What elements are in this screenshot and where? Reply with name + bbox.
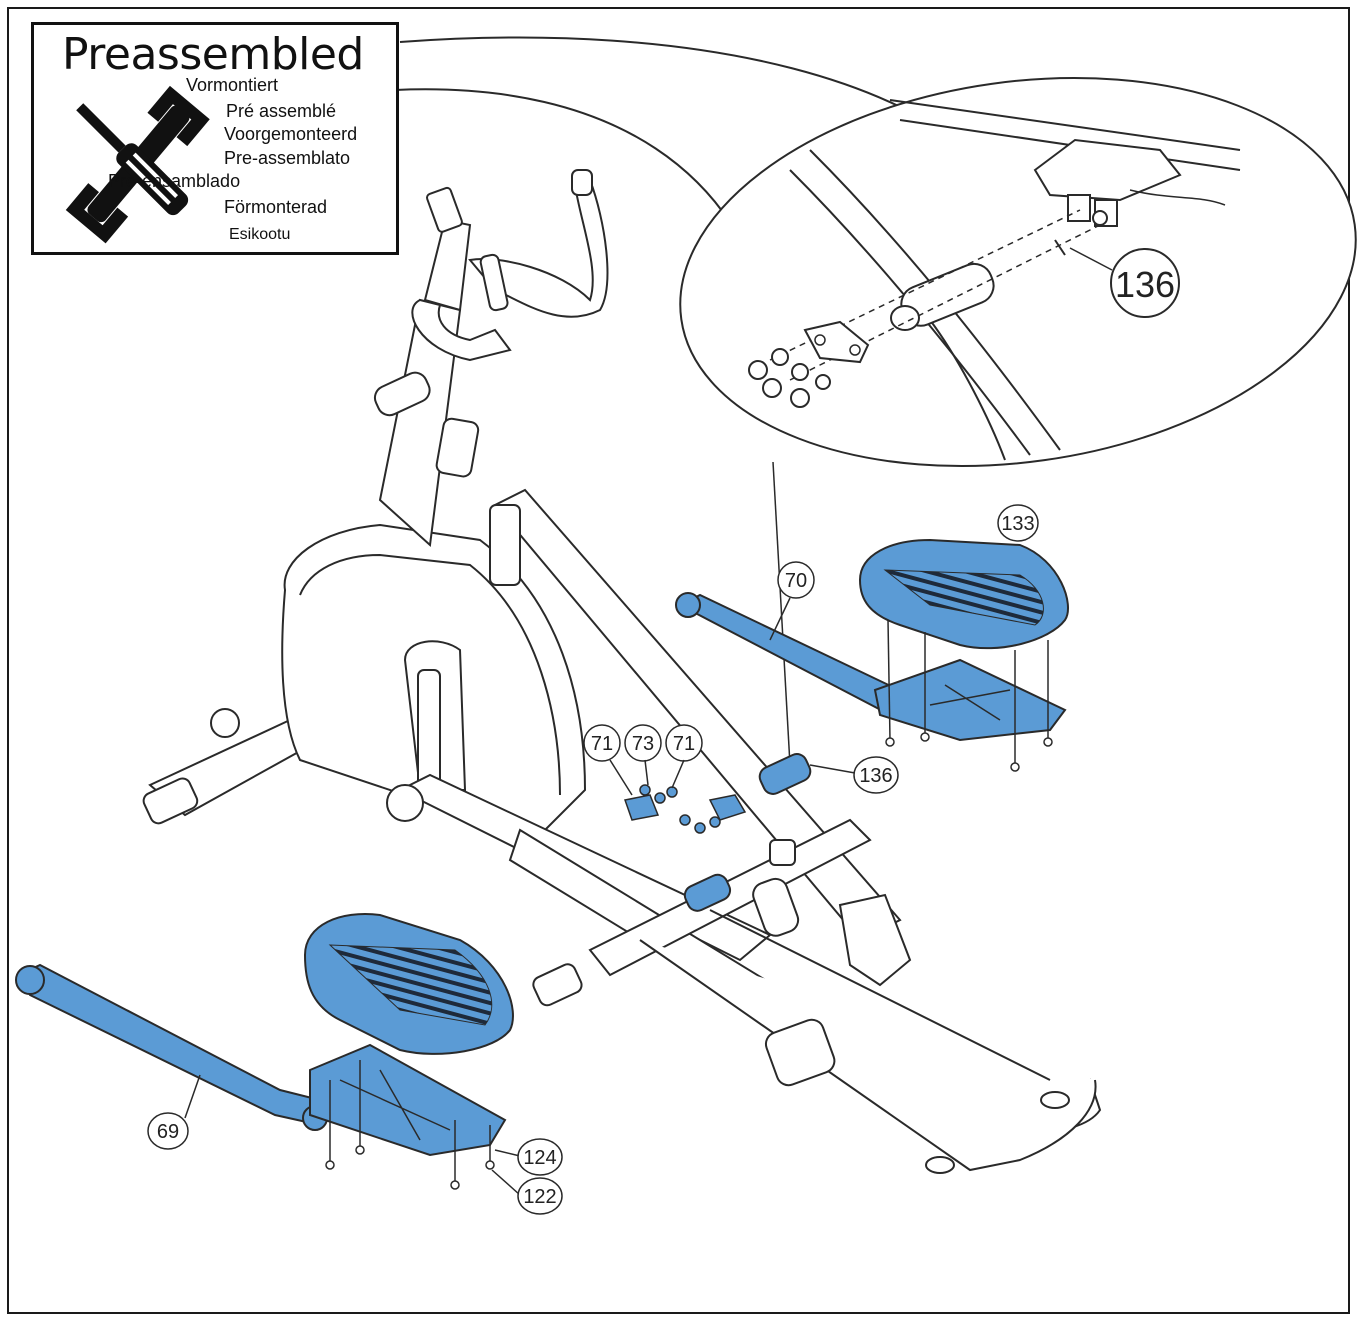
lang-fr: Pré assemblé <box>226 101 337 121</box>
lang-fi: Esikootu <box>229 226 291 243</box>
lang-de: Vormontiert <box>186 75 279 95</box>
callout-136: 136 <box>809 756 899 794</box>
lang-sv: Förmonterad <box>224 197 328 217</box>
callout-124: 124 <box>494 1138 563 1176</box>
detail-leader-line <box>772 461 791 766</box>
callout-136-detail: 136 <box>1069 247 1180 318</box>
pedal-left <box>303 913 514 1055</box>
callout-70: 70 <box>769 561 815 641</box>
legend-title: Preassembled <box>62 29 364 80</box>
callout-71-left: 71 <box>583 724 633 796</box>
diagram-frame <box>7 7 1350 1314</box>
preassembled-legend: Preassembled Vormontiert Pré assemblé Vo… <box>31 22 399 255</box>
detail-ellipse <box>679 76 1357 468</box>
callout-69-label: 69 <box>157 1121 179 1143</box>
callout-71-right-label: 71 <box>673 733 695 755</box>
hardware-group <box>624 784 747 834</box>
pedal-bolts <box>325 619 1053 1190</box>
callout-71-right: 71 <box>665 724 703 789</box>
callout-124-label: 124 <box>523 1147 556 1169</box>
pedal-arm-70 <box>675 592 1067 742</box>
callout-136-label: 136 <box>859 765 892 787</box>
pivot-tube-136 <box>683 753 812 912</box>
wrench-screwdriver-icon <box>65 85 210 244</box>
callout-122: 122 <box>491 1169 563 1215</box>
callout-73: 73 <box>624 724 662 786</box>
pedal-133 <box>858 538 1069 650</box>
callout-69: 69 <box>147 1074 201 1150</box>
callout-71-left-label: 71 <box>591 733 613 755</box>
callout-136-detail-label: 136 <box>1115 264 1175 305</box>
lang-es: Pre-ensamblado <box>108 171 241 191</box>
elliptical-trainer-body <box>142 169 1102 1174</box>
pedal-arm-69 <box>15 963 507 1157</box>
lang-it: Pre-assemblato <box>224 148 351 168</box>
callout-133: 133 <box>997 504 1039 542</box>
callout-122-label: 122 <box>523 1186 556 1208</box>
lang-nl: Voorgemonteerd <box>224 124 358 144</box>
callout-133-label: 133 <box>1001 513 1034 535</box>
callout-70-label: 70 <box>785 570 807 592</box>
callout-73-label: 73 <box>632 733 654 755</box>
